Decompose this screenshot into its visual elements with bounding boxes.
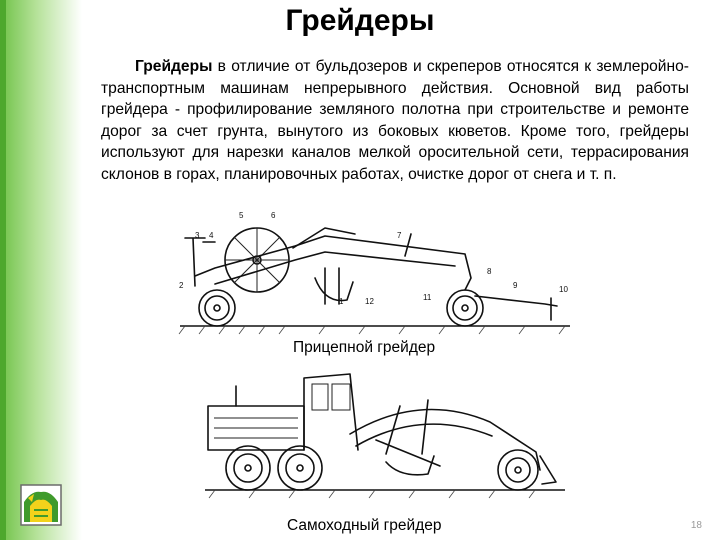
university-logo-icon <box>20 484 62 526</box>
page-number: 18 <box>690 520 702 531</box>
intro-body-text: в отличие от бульдозеров и скреперов отн… <box>101 58 689 183</box>
part-label-10: 10 <box>559 285 568 294</box>
part-label-1: 1 <box>339 297 344 306</box>
part-label-2: 2 <box>179 281 184 290</box>
part-label-3: 3 <box>195 231 200 240</box>
part-label-8: 8 <box>487 267 492 276</box>
page-title: Грейдеры <box>285 4 435 37</box>
towed-grader-caption: Прицепной грейдер <box>293 339 436 356</box>
intro-lead-term: Грейдеры <box>135 58 213 75</box>
part-label-12: 12 <box>365 297 374 306</box>
part-label-9: 9 <box>513 281 518 290</box>
intro-paragraph: Грейдеры в отличие от бульдозеров и скре… <box>101 56 689 185</box>
part-label-6: 6 <box>271 211 276 220</box>
towed-grader-drawing: 5 6 3 4 7 2 1 12 11 8 9 10 <box>178 211 570 335</box>
part-label-7: 7 <box>397 231 402 240</box>
part-label-5: 5 <box>239 211 244 220</box>
self-propelled-grader-drawing <box>205 373 565 499</box>
self-propelled-grader-caption: Самоходный грейдер <box>287 517 442 534</box>
part-label-4: 4 <box>209 231 214 240</box>
decorative-side-band <box>0 0 82 540</box>
part-label-11: 11 <box>423 293 432 302</box>
